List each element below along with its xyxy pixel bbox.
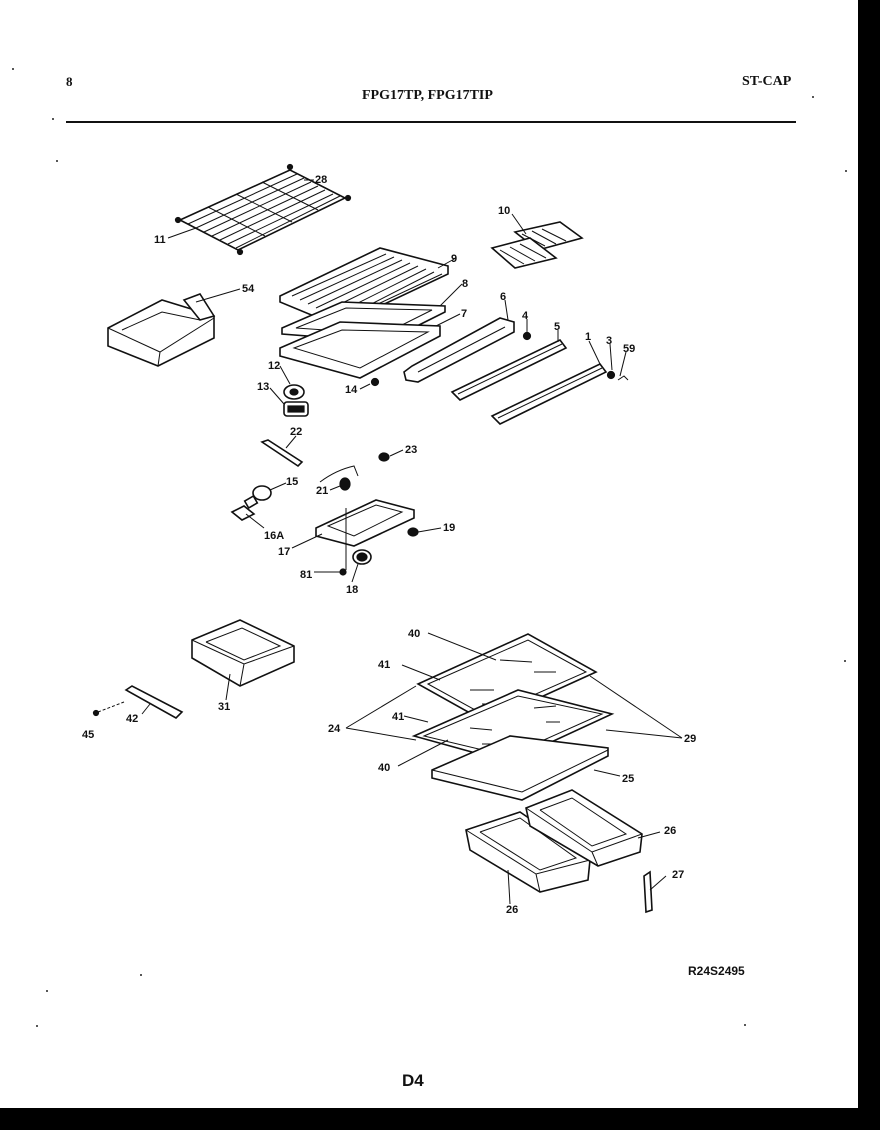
- glass-shelf-part: [411, 633, 615, 763]
- freezer-bin-part: [107, 293, 216, 367]
- ice-tray-part: [490, 221, 584, 269]
- scan-speck: [845, 170, 847, 172]
- part-label: 27: [672, 869, 684, 881]
- part-label: 6: [500, 291, 506, 303]
- shelf-rail-part: [450, 338, 608, 425]
- part-label: 29: [684, 733, 696, 745]
- cover-frame-part: [279, 301, 446, 379]
- drawing-reference-number: R24S2495: [688, 964, 745, 978]
- part-label: 42: [126, 713, 138, 725]
- scan-speck: [744, 1024, 746, 1026]
- header-rule: [66, 121, 796, 123]
- part-label: 28: [315, 174, 327, 186]
- page-footer-label: D4: [402, 1071, 424, 1090]
- parts-diagram-page: 8 FPG17TP, FPG17TIP ST-CAP: [0, 0, 858, 1108]
- part-label: 21: [316, 485, 328, 497]
- part-label: 7: [461, 308, 467, 320]
- grommet-part: [378, 452, 390, 462]
- scan-speck: [36, 1025, 38, 1027]
- scan-speck: [844, 660, 846, 662]
- track-part: [92, 685, 184, 719]
- section-code: ST-CAP: [742, 74, 792, 89]
- part-label: 19: [443, 522, 455, 534]
- part-label: 11: [154, 234, 166, 246]
- control-rod-part: [260, 439, 304, 468]
- part-label: 22: [290, 426, 302, 438]
- part-label: 16A: [264, 530, 284, 542]
- part-label: 26: [506, 904, 518, 916]
- clip-part: [617, 375, 629, 381]
- clip-part: [407, 527, 419, 537]
- exploded-parts-diagram: 28 11 10 9 54 8 7 6 4 5 1 3 59 12 13 14 …: [82, 163, 696, 916]
- part-label: 54: [242, 283, 255, 295]
- part-label: 1: [585, 331, 591, 343]
- part-label: 41: [378, 659, 390, 671]
- part-label: 9: [451, 253, 457, 265]
- part-label: 4: [522, 310, 529, 322]
- part-labels: 28 11 10 9 54 8 7 6 4 5 1 3 59 12 13 14 …: [82, 174, 696, 916]
- part-label: 25: [622, 773, 634, 785]
- divider-part: [643, 870, 653, 914]
- knob-part: [370, 377, 380, 387]
- part-label: 14: [345, 384, 358, 396]
- page-number: 8: [66, 74, 73, 89]
- part-label: 40: [378, 762, 390, 774]
- part-label: 45: [82, 729, 94, 741]
- part-label: 8: [462, 278, 468, 290]
- scan-speck: [52, 118, 54, 120]
- scan-speck: [46, 990, 48, 992]
- control-housing-part: [315, 465, 415, 576]
- part-label: 81: [300, 569, 312, 581]
- part-label: 12: [268, 360, 280, 372]
- part-label: 10: [498, 205, 510, 217]
- meat-keeper-part: [191, 619, 295, 687]
- model-numbers: FPG17TP, FPG17TIP: [362, 88, 493, 103]
- scan-speck: [140, 974, 142, 976]
- crisper-cover-part: [431, 735, 609, 801]
- part-label: 24: [328, 723, 341, 735]
- part-label: 18: [346, 584, 358, 596]
- wire-shelf-part: [174, 163, 352, 256]
- scan-speck: [12, 68, 14, 70]
- part-label: 40: [408, 628, 420, 640]
- part-label: 41: [392, 711, 404, 723]
- scan-speck: [812, 96, 814, 98]
- part-label: 23: [405, 444, 417, 456]
- part-label: 3: [606, 335, 612, 347]
- screw-part: [522, 331, 532, 341]
- part-label: 17: [278, 546, 290, 558]
- part-label: 31: [218, 701, 230, 713]
- crisper-drawer-part: [465, 789, 643, 893]
- light-bulb-part: [230, 485, 272, 521]
- scan-speck: [56, 160, 58, 162]
- part-label: 5: [554, 321, 560, 333]
- mounting-bracket-part: [403, 317, 515, 383]
- screw-part: [606, 370, 616, 380]
- part-label: 15: [286, 476, 298, 488]
- leader-lines: [141, 179, 683, 905]
- part-label: 13: [257, 381, 269, 393]
- part-label: 26: [664, 825, 676, 837]
- part-label: 59: [623, 343, 635, 355]
- damper-control-part: [283, 384, 309, 417]
